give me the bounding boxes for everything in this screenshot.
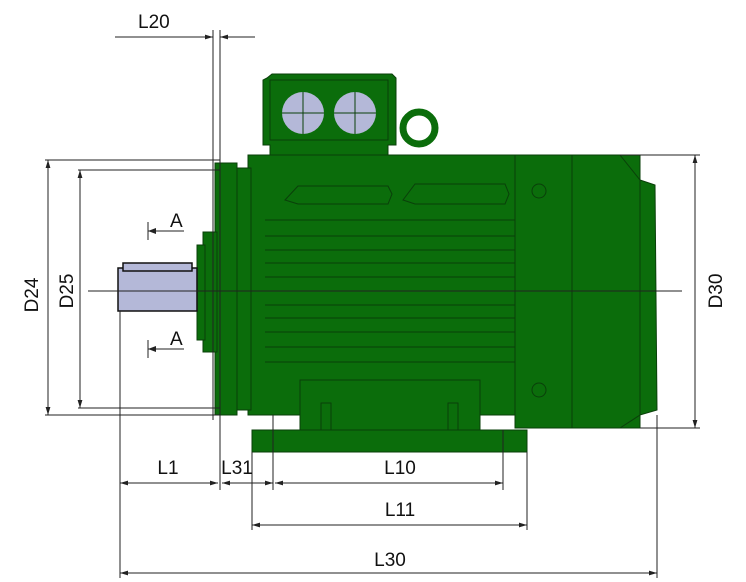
- dim-L10: L10: [275, 458, 503, 486]
- svg-text:A: A: [170, 211, 183, 232]
- svg-text:L1: L1: [157, 458, 178, 479]
- base-foot: [251, 429, 528, 453]
- svg-text:L11: L11: [385, 500, 415, 521]
- dim-L31: L31: [221, 458, 273, 486]
- svg-text:D24: D24: [22, 277, 43, 312]
- flange: [214, 162, 238, 416]
- section-marker-bottom: A: [147, 329, 184, 358]
- dim-L20: L20: [115, 12, 255, 40]
- cooling-fins: [265, 183, 515, 363]
- shaft: [117, 267, 198, 312]
- motor-body: [196, 73, 658, 453]
- svg-text:L20: L20: [138, 12, 170, 33]
- lifting-eye: [399, 108, 439, 148]
- section-marker-top: A: [147, 211, 184, 240]
- shaft-key: [122, 262, 193, 272]
- stator-housing: [247, 154, 519, 416]
- svg-text:D25: D25: [57, 274, 78, 309]
- svg-text:L10: L10: [384, 458, 416, 479]
- motor-feet: [299, 379, 481, 431]
- dim-L1: L1: [120, 458, 218, 486]
- dim-D24: D24: [22, 160, 51, 415]
- dim-D30: D30: [692, 155, 727, 428]
- svg-text:D30: D30: [706, 274, 727, 309]
- dim-D25: D25: [57, 170, 83, 408]
- svg-text:L30: L30: [374, 550, 406, 571]
- svg-text:L31: L31: [221, 458, 253, 479]
- dim-L30: L30: [120, 550, 657, 576]
- dim-L11: L11: [252, 500, 527, 528]
- svg-text:A: A: [170, 329, 183, 350]
